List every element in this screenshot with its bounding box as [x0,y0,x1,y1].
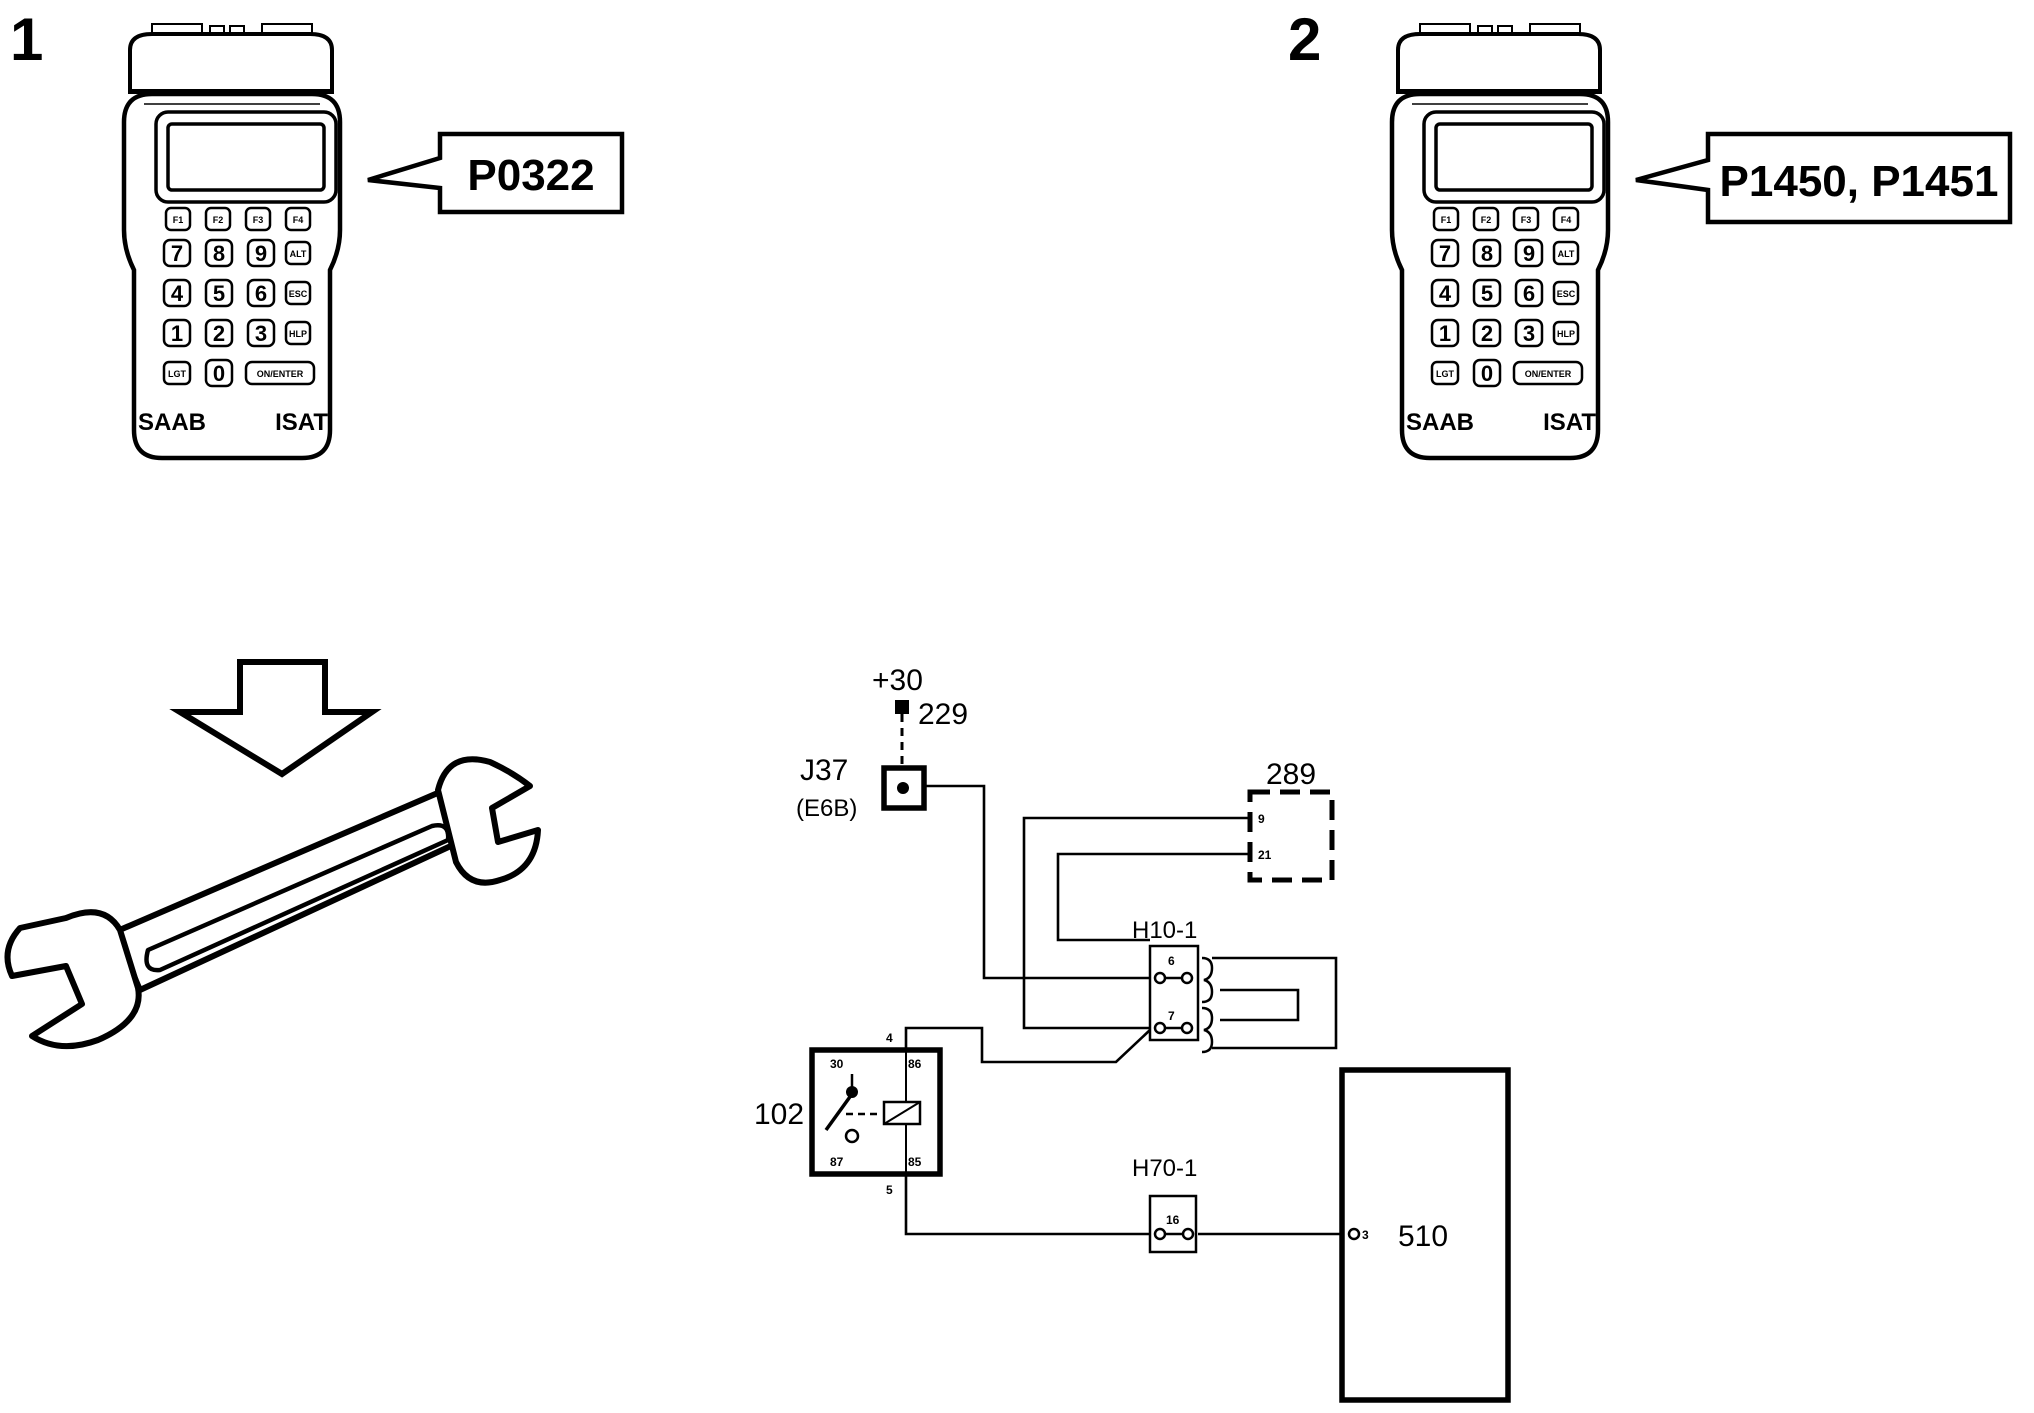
c289-pin-21: 21 [1258,848,1272,862]
brand-logo: SAAB [1406,409,1474,436]
key-alt: ALT [1558,249,1575,259]
model-label: ISAT [1543,409,1596,436]
key-0: 0 [1481,361,1493,386]
ecu-label: 510 [1398,1220,1448,1253]
h10-pin-6: 6 [1168,954,1175,968]
j37-label: J37 [800,754,848,787]
relay-pin-85: 85 [908,1155,922,1169]
key-8: 8 [1481,241,1493,266]
key-hlp: HLP [289,329,307,339]
relay-wire-5: 5 [886,1183,893,1197]
terminal-square-icon [895,700,909,714]
relay-pin-86: 86 [908,1057,922,1071]
key-0: 0 [213,361,225,386]
key-esc: ESC [289,289,308,299]
key-3: 3 [1523,321,1535,346]
control-module-510: 3 510 [1339,1067,1511,1403]
callout-code-2: P1450, P1451 [1720,157,1999,206]
key-f4: F4 [1561,215,1572,225]
key-on-enter: ON/ENTER [1525,369,1572,379]
relay-wire-4: 4 [886,1031,893,1045]
key-hlp: HLP [1557,329,1575,339]
c289-pin-9: 9 [1258,812,1265,826]
diagnostic-tester-2: F1 F2 F3 F4 7 8 9 ALT 4 5 6 ESC 1 2 3 HL… [1392,24,1608,458]
key-1: 1 [171,321,183,346]
h70-pin-16: 16 [1166,1213,1180,1227]
c289-label: 289 [1266,758,1316,791]
connector-j37: J37 (E6B) [796,754,927,822]
key-f2: F2 [1481,215,1492,225]
step-number-1: 1 [10,6,43,73]
key-f1: F1 [1441,215,1452,225]
supply-label: +30 [872,664,923,697]
key-lgt: LGT [168,369,186,379]
key-f1: F1 [173,215,184,225]
key-esc: ESC [1557,289,1576,299]
key-f2: F2 [213,215,224,225]
power-supply-terminal: +30 229 [872,664,968,731]
diagnostic-tester-1: F1 F2 F3 F4 7 8 9 ALT 4 5 6 ESC 1 2 3 HL… [124,24,340,458]
key-1: 1 [1439,321,1451,346]
callout-code-1: P0322 [467,151,594,200]
relay-label: 102 [754,1098,804,1131]
key-6: 6 [1523,281,1535,306]
key-7: 7 [1439,241,1451,266]
h10-label: H10-1 [1132,917,1197,944]
connector-h10-1: H10-1 6 7 [1132,917,1200,1042]
supply-id: 229 [918,698,968,731]
key-5: 5 [213,281,225,306]
relay-pin-30: 30 [830,1057,844,1071]
key-on-enter: ON/ENTER [257,369,304,379]
callout-box-1: P0322 [367,131,625,215]
tester-body [124,24,340,458]
model-label: ISAT [275,409,328,436]
ecu-pin-3: 3 [1362,1228,1369,1242]
key-9: 9 [1523,241,1535,266]
brand-logo: SAAB [138,409,206,436]
relay-102: 102 30 86 87 85 4 5 [754,1031,943,1197]
key-5: 5 [1481,281,1493,306]
h10-pin-7: 7 [1168,1009,1175,1023]
step-number-2: 2 [1288,6,1321,73]
key-9: 9 [255,241,267,266]
key-f4: F4 [293,215,304,225]
wrench-icon [4,756,541,1050]
tester-body [1392,24,1608,458]
relay-pin-87: 87 [830,1155,844,1169]
h70-label: H70-1 [1132,1155,1197,1182]
connector-h70-1: H70-1 16 [1132,1155,1197,1254]
key-2: 2 [1481,321,1493,346]
callout-box-2: P1450, P1451 [1635,131,2013,225]
key-4: 4 [171,281,184,306]
key-2: 2 [213,321,225,346]
key-7: 7 [171,241,183,266]
key-3: 3 [255,321,267,346]
key-6: 6 [255,281,267,306]
key-4: 4 [1439,281,1452,306]
j37-sublabel: (E6B) [796,795,857,822]
key-lgt: LGT [1436,369,1454,379]
key-f3: F3 [253,215,264,225]
key-alt: ALT [290,249,307,259]
key-8: 8 [213,241,225,266]
connector-289: 289 9 21 [1247,758,1335,883]
down-arrow-icon [169,659,382,778]
key-f3: F3 [1521,215,1532,225]
wiring [900,714,1348,1236]
